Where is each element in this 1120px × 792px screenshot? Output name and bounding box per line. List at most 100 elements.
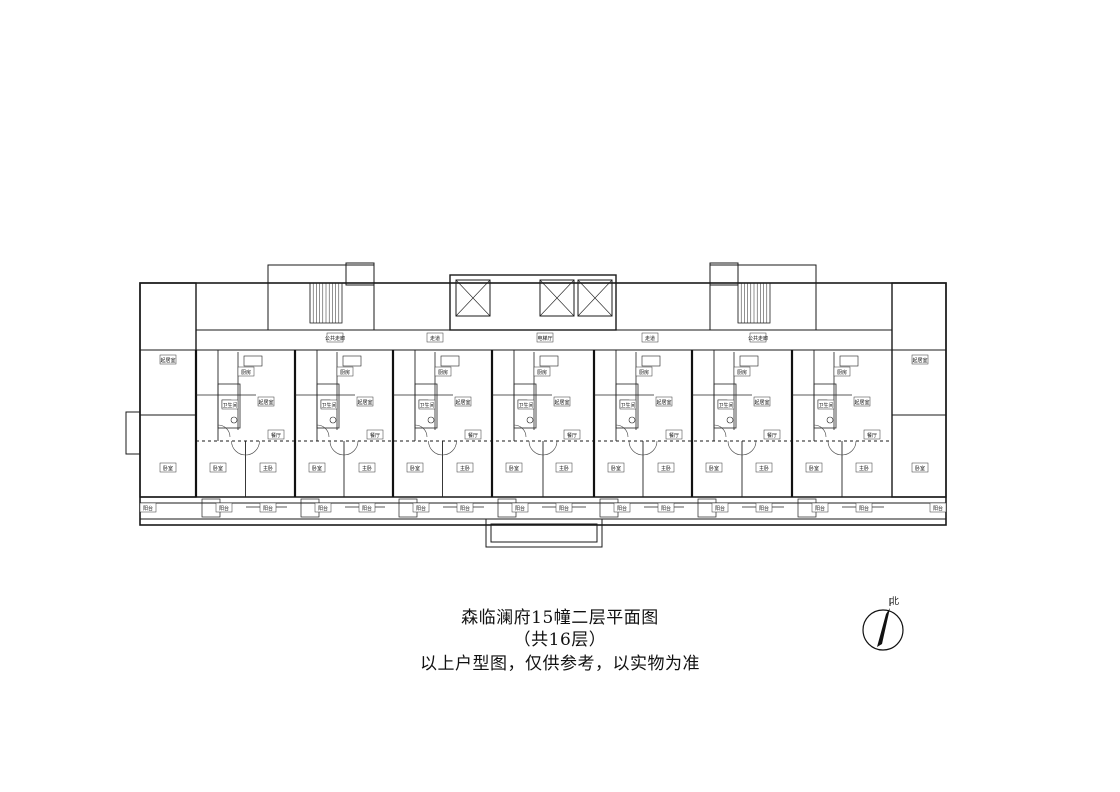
room-label-kitchen-box bbox=[533, 366, 551, 377]
room-label-living: 起居室 bbox=[258, 399, 273, 406]
room-label-living-box bbox=[753, 396, 771, 407]
room-label-corridor-box bbox=[749, 332, 767, 343]
room-label-kitchen-box bbox=[434, 366, 452, 377]
door-swing bbox=[727, 440, 743, 456]
room-label-bedroom: 卧室 bbox=[163, 465, 173, 472]
room-label-elevator-hall: 电梯厅 bbox=[537, 335, 552, 342]
room-label-balcony: 阳台 bbox=[859, 505, 869, 512]
room-label-balcony-box bbox=[215, 502, 233, 513]
room-label-bedroom-box bbox=[607, 462, 625, 473]
room-label-bath: 卫生间 bbox=[222, 402, 237, 409]
door-swing bbox=[217, 424, 231, 438]
bathroom-block bbox=[217, 383, 241, 429]
bathroom-block bbox=[316, 383, 340, 429]
kitchen-counter bbox=[440, 355, 460, 367]
room-label-dining: 餐厅 bbox=[767, 432, 777, 439]
elevator-cross bbox=[539, 279, 575, 317]
room-label-master: 主卧 bbox=[460, 465, 470, 472]
room-label-dining-box bbox=[563, 429, 581, 440]
room-label-master-box bbox=[555, 462, 573, 473]
room-label-bath-box bbox=[619, 399, 637, 410]
room-label-master: 主卧 bbox=[859, 465, 869, 472]
room-label-balcony-box bbox=[755, 502, 773, 513]
room-label-bedroom-box bbox=[805, 462, 823, 473]
room-label-living-box bbox=[356, 396, 374, 407]
room-label-corridor-box bbox=[426, 332, 444, 343]
plan-subtitle: （共16层） bbox=[513, 630, 607, 650]
room-label-living: 起居室 bbox=[455, 399, 470, 406]
door-swing bbox=[615, 424, 629, 438]
room-label-kitchen-box bbox=[733, 366, 751, 377]
room-label-bath-box bbox=[817, 399, 835, 410]
room-label-dining-box bbox=[665, 429, 683, 440]
room-label-dining: 餐厅 bbox=[669, 432, 679, 439]
door-swing bbox=[245, 440, 260, 456]
elevator-cross bbox=[455, 279, 491, 317]
room-label-bedroom: 卧室 bbox=[915, 465, 925, 472]
room-label-dining-box bbox=[366, 429, 384, 440]
door-swing bbox=[442, 440, 457, 456]
room-label-dining: 餐厅 bbox=[370, 432, 380, 439]
room-label-dining: 餐厅 bbox=[271, 432, 281, 439]
room-label-kitchen-box bbox=[833, 366, 851, 377]
room-label-dining-box bbox=[464, 429, 482, 440]
room-label-balcony-box bbox=[711, 502, 729, 513]
door-swing bbox=[741, 440, 757, 456]
room-label-master: 主卧 bbox=[759, 465, 769, 472]
room-label-bedroom-box bbox=[705, 462, 723, 473]
bathroom-block bbox=[713, 383, 737, 429]
door-swing bbox=[713, 424, 727, 438]
toilet-icon bbox=[726, 416, 734, 424]
room-label-master-box bbox=[657, 462, 675, 473]
room-label-bath: 卫生间 bbox=[518, 402, 533, 409]
kitchen-counter bbox=[539, 355, 559, 367]
room-label-balcony: 阳台 bbox=[617, 505, 627, 512]
kitchen-counter bbox=[739, 355, 759, 367]
room-label-bedroom: 卧室 bbox=[611, 465, 621, 472]
room-label-kitchen: 厨房 bbox=[340, 369, 350, 376]
room-label-balcony: 阳台 bbox=[416, 505, 426, 512]
room-label-living: 起居室 bbox=[912, 357, 927, 364]
toilet-icon bbox=[628, 416, 636, 424]
room-label-bath-box bbox=[418, 399, 436, 410]
room-label-bath: 卫生间 bbox=[620, 402, 635, 409]
room-label-kitchen-box bbox=[635, 366, 653, 377]
room-label-balcony: 阳台 bbox=[715, 505, 725, 512]
stair-flight bbox=[737, 282, 771, 324]
bathroom-block bbox=[615, 383, 639, 429]
room-label-bath-box bbox=[517, 399, 535, 410]
room-label-living: 起居室 bbox=[554, 399, 569, 406]
room-label-balcony: 阳台 bbox=[559, 505, 569, 512]
room-label-dining-box bbox=[267, 429, 285, 440]
room-label-bedroom-box bbox=[159, 462, 177, 473]
door-swing bbox=[542, 440, 558, 456]
room-label-bedroom-box bbox=[911, 462, 929, 473]
room-label-kitchen: 厨房 bbox=[737, 369, 747, 376]
door-swing bbox=[813, 424, 827, 438]
room-label-kitchen: 厨房 bbox=[537, 369, 547, 376]
room-label-corridor-box bbox=[326, 332, 344, 343]
room-label-balcony-box bbox=[412, 502, 430, 513]
room-label-living-box bbox=[655, 396, 673, 407]
kitchen-counter bbox=[342, 355, 362, 367]
bathroom-block bbox=[414, 383, 438, 429]
room-label-balcony: 阳台 bbox=[815, 505, 825, 512]
room-label-balcony-box bbox=[811, 502, 829, 513]
room-label-dining-box bbox=[863, 429, 881, 440]
room-label-bedroom-box bbox=[505, 462, 523, 473]
toilet-icon bbox=[427, 416, 435, 424]
room-label-balcony-box bbox=[929, 502, 947, 513]
room-label-master: 主卧 bbox=[263, 465, 273, 472]
room-label-master-box bbox=[855, 462, 873, 473]
room-label-living: 起居室 bbox=[160, 357, 175, 364]
room-label-balcony-box bbox=[456, 502, 474, 513]
room-label-bath-box bbox=[320, 399, 338, 410]
room-label-living: 起居室 bbox=[754, 399, 769, 406]
door-swing bbox=[343, 440, 359, 456]
kitchen-counter bbox=[243, 355, 263, 367]
room-label-bedroom: 卧室 bbox=[312, 465, 322, 472]
door-swing bbox=[628, 440, 644, 456]
room-label-corridor-box bbox=[641, 332, 659, 343]
room-label-master-box bbox=[358, 462, 376, 473]
room-label-bath: 卫生间 bbox=[419, 402, 434, 409]
